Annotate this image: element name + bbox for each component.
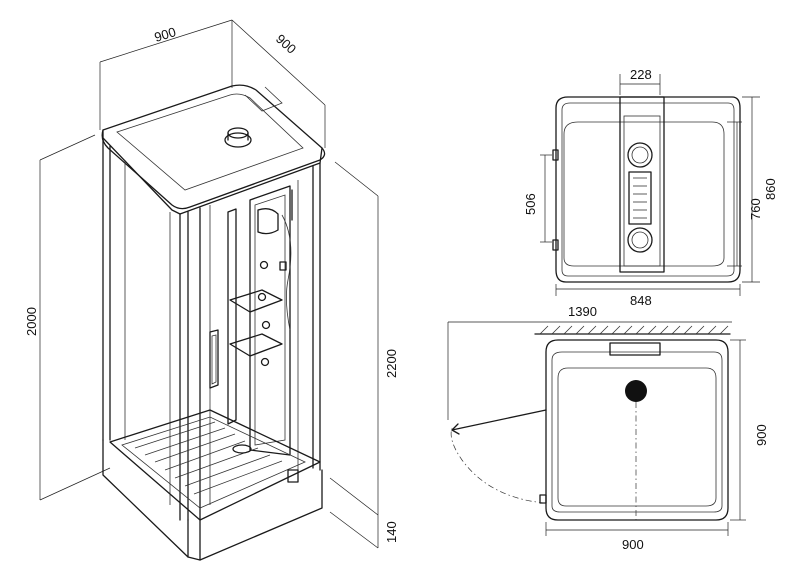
top-width-label: 848 (630, 293, 652, 308)
iso-total-height-label: 2200 (384, 349, 399, 378)
iso-right-dimension-line (329, 161, 379, 549)
top-view: 228 860 760 506 (523, 67, 778, 308)
iso-base-height-label: 140 (384, 521, 399, 543)
iso-width-label: 900 (152, 24, 177, 45)
shower-column (227, 185, 293, 456)
plan-view: 1390 (447, 304, 769, 552)
drain-icon (625, 380, 647, 402)
top-column-width-label: 228 (630, 67, 652, 82)
cabin-roof (101, 84, 326, 215)
plan-depth-label: 900 (754, 424, 769, 446)
plan-door-swing-label: 1390 (568, 304, 597, 319)
side-control-panel (209, 329, 219, 389)
cabin-frame (102, 137, 321, 521)
iso-top-dimension-lines (99, 19, 326, 148)
iso-left-dimension-line (39, 134, 111, 501)
isometric-view: 900 900 2000 2200 140 (24, 19, 399, 561)
iso-cabin-height-label: 2000 (24, 307, 39, 336)
shower-tray (102, 409, 323, 561)
wall-hatching (539, 325, 729, 335)
top-side-label: 506 (523, 193, 538, 215)
plan-width-label: 900 (622, 537, 644, 552)
top-depth-outer-label: 860 (763, 178, 778, 200)
top-depth-inner-label: 760 (748, 198, 763, 220)
iso-depth-label: 900 (273, 31, 299, 57)
